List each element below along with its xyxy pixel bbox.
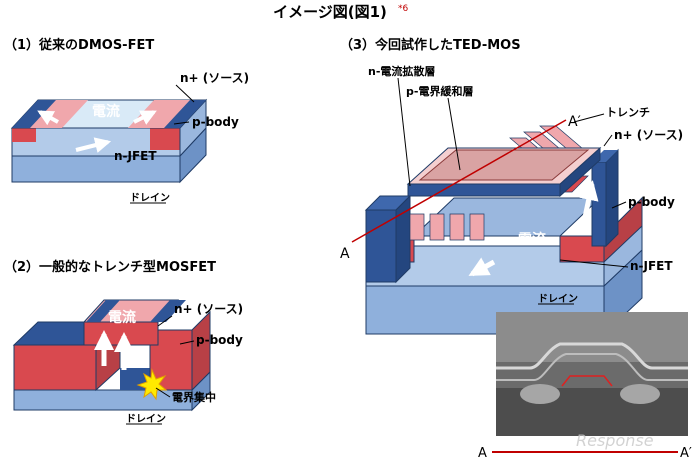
ted-fin-1 <box>409 213 425 241</box>
trench-left-block-front <box>13 344 97 391</box>
ted-nplus-label: n+ (ソース) <box>614 128 683 142</box>
ted-ndiff-front <box>407 183 561 197</box>
ted-jfet-label: n-JFET <box>630 259 673 273</box>
ted-nplus-right-side <box>605 148 619 248</box>
field-concentration-star <box>136 368 168 401</box>
ted-pfield-plate <box>418 149 590 181</box>
dmos-nplus-left <box>12 100 56 128</box>
dmos-current-arrow-down <box>75 137 112 153</box>
ted-pbody-label: p-body <box>628 195 675 209</box>
ted-nplus-right-front <box>591 161 607 247</box>
ted-pfield-label: p-電界緩和層 <box>406 84 473 98</box>
trench-mid-nplus-left <box>86 300 120 322</box>
sem-feature-left <box>520 384 560 404</box>
panel-dmos: （1）従来のDMOS-FET 電流 n+ (ソース) p-body n-JFET… <box>4 37 249 204</box>
ted-current-arrow-left <box>468 257 496 277</box>
trench-field-label: 電界集中 <box>172 390 216 404</box>
ted-a-label: A <box>340 246 350 262</box>
ted-nplus-left-side <box>395 194 411 284</box>
panel2-heading: （2）一般的なトレンチ型MOSFET <box>4 259 216 275</box>
ted-pfield-leader <box>447 97 461 171</box>
ted-cut-line <box>351 119 567 243</box>
dmos-nplus-right <box>164 100 206 128</box>
ted-fin-4 <box>469 213 485 241</box>
trench-right-block-side <box>191 310 211 392</box>
trench-drain-front <box>13 389 193 411</box>
sem-red-trace <box>561 375 613 387</box>
dmos-pbody-front-left <box>12 128 36 142</box>
panel1-heading: （1）従来のDMOS-FET <box>4 37 154 53</box>
sem-feature-right <box>620 384 660 404</box>
ted-fin-2 <box>429 213 445 241</box>
dmos-pbody-leader <box>173 121 190 125</box>
figure-title-note: *6 <box>398 4 409 14</box>
ted-nplus-leader <box>603 134 613 147</box>
trench-nplus-label: n+ (ソース) <box>174 302 243 316</box>
panel-trench: （2）一般的なトレンチ型MOSFET 電流 n+ (ソース) p-body 電界… <box>4 259 243 425</box>
trench-pbody-label: p-body <box>196 333 243 347</box>
ted-trench-leader <box>573 113 605 123</box>
panel3-heading: （3）今回試作したTED-MOS <box>340 37 521 53</box>
dmos-nplus-label: n+ (ソース) <box>180 71 249 85</box>
dmos-current-arrow-right <box>133 110 157 125</box>
ted-current-arrow-up <box>578 180 599 223</box>
sem-a-label: A <box>478 446 487 458</box>
dmos-jfet-label: n-JFET <box>114 149 157 163</box>
dmos-pbody-label: p-body <box>192 115 239 129</box>
dmos-current-label: 電流 <box>92 103 120 120</box>
ted-ndiff-leader <box>397 77 411 187</box>
dmos-nplus-leader <box>175 84 195 103</box>
ted-fin-3 <box>449 213 465 241</box>
ted-trench-label: トレンチ <box>606 106 650 119</box>
sem-a-prime-label: A′ <box>680 446 692 458</box>
ted-jfet-leader <box>559 259 629 268</box>
trench-drain-label: ドレイン <box>126 413 166 425</box>
ted-pbody-leader <box>611 201 627 209</box>
trench-nplus-leader <box>157 315 173 327</box>
ted-pbody-right-side <box>603 196 643 264</box>
dmos-pbody-front-right <box>150 128 180 150</box>
trench-pbody-leader <box>179 340 195 345</box>
dmos-current-arrow-left <box>37 110 59 126</box>
ted-nplus-left-front <box>365 209 397 283</box>
figure-title: イメージ図(図1) <box>273 3 387 21</box>
ted-drain-label: ドレイン <box>538 293 578 305</box>
ted-current-label: 電流 <box>518 231 546 248</box>
response-watermark: Response <box>576 431 654 450</box>
trench-current-label: 電流 <box>108 309 136 326</box>
sem-cross-section: Response A A′ <box>478 312 692 461</box>
trench-field-leader <box>155 387 171 398</box>
sem-inner-layer <box>496 353 688 381</box>
dmos-drain-label: ドレイン <box>130 192 170 204</box>
trench-mid-nplus <box>150 300 186 322</box>
panel-tedmos: （3）今回試作したTED-MOS <box>340 37 683 336</box>
sem-surface-layer <box>496 342 688 370</box>
ted-ndiff-label: n-電流拡散層 <box>368 64 435 78</box>
